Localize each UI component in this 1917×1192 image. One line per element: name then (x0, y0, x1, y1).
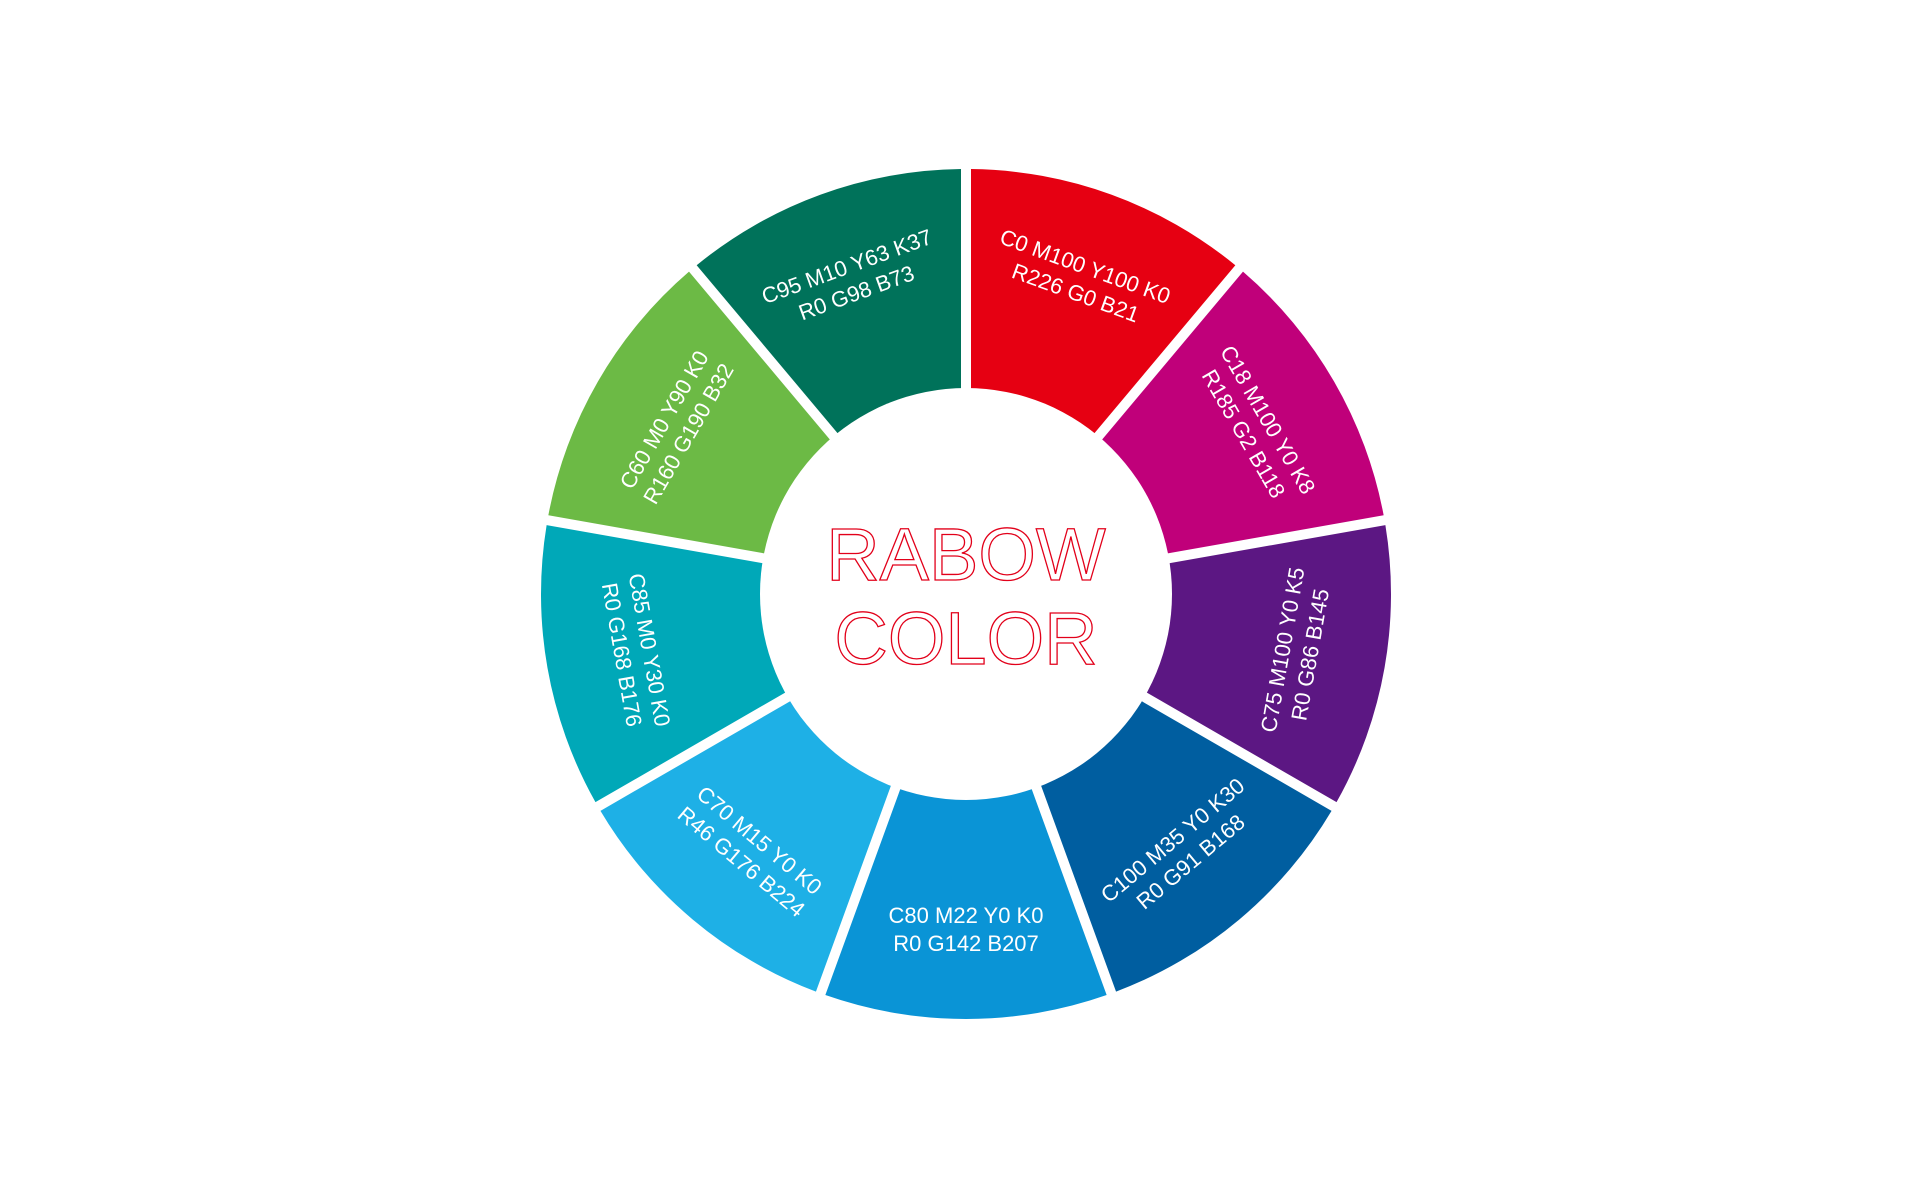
center-title-line1: RABOW (826, 513, 1106, 596)
segment-label-cmyk: C80 M22 Y0 K0 (889, 903, 1044, 928)
color-segment-2 (1066, 271, 1384, 564)
center-title-line2: COLOR (834, 597, 1097, 680)
center-circle (760, 388, 1172, 800)
color-segment-8 (548, 271, 866, 564)
color-segment-4 (1021, 673, 1332, 992)
color-segment-9 (696, 169, 961, 476)
color-segment-6 (600, 673, 911, 992)
segment-label-rgb: R0 G142 B207 (893, 931, 1039, 956)
color-segment-1 (971, 169, 1236, 476)
segment-label-5: C80 M22 Y0 K0 R0 G142 B207 (889, 903, 1044, 956)
color-segment-5 (825, 736, 1107, 1019)
